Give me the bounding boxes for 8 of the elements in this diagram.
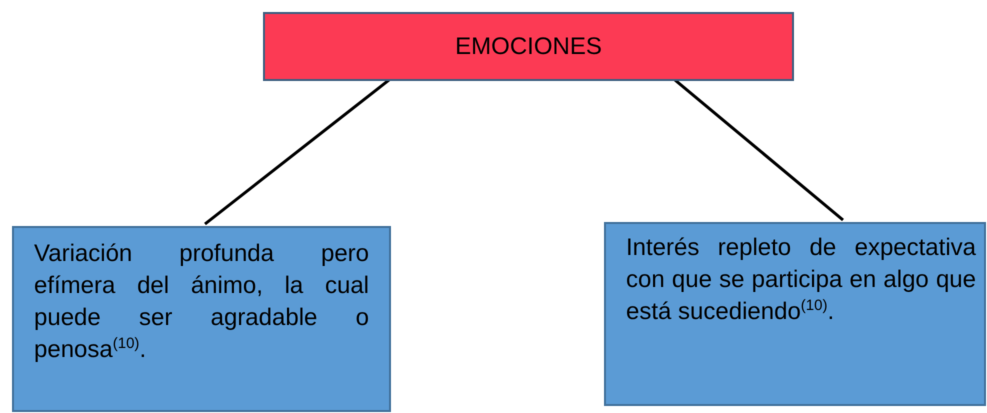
definition-text: Variación profunda pero efímera del ánimo, la cual puede ser agradable o penosa$^{(10)}$. bbox=[34, 239, 369, 365]
title-box bbox=[263, 12, 794, 81]
definition-box bbox=[604, 222, 986, 406]
connector-line bbox=[204, 78, 390, 226]
connector-line bbox=[674, 78, 844, 222]
definition-text: Interés repleto de expectativa con que se participa en algo que está sucediendo$^{(10)}$. bbox=[626, 233, 976, 327]
title-text: EMOCIONES bbox=[455, 32, 602, 62]
definition-box bbox=[12, 226, 391, 412]
